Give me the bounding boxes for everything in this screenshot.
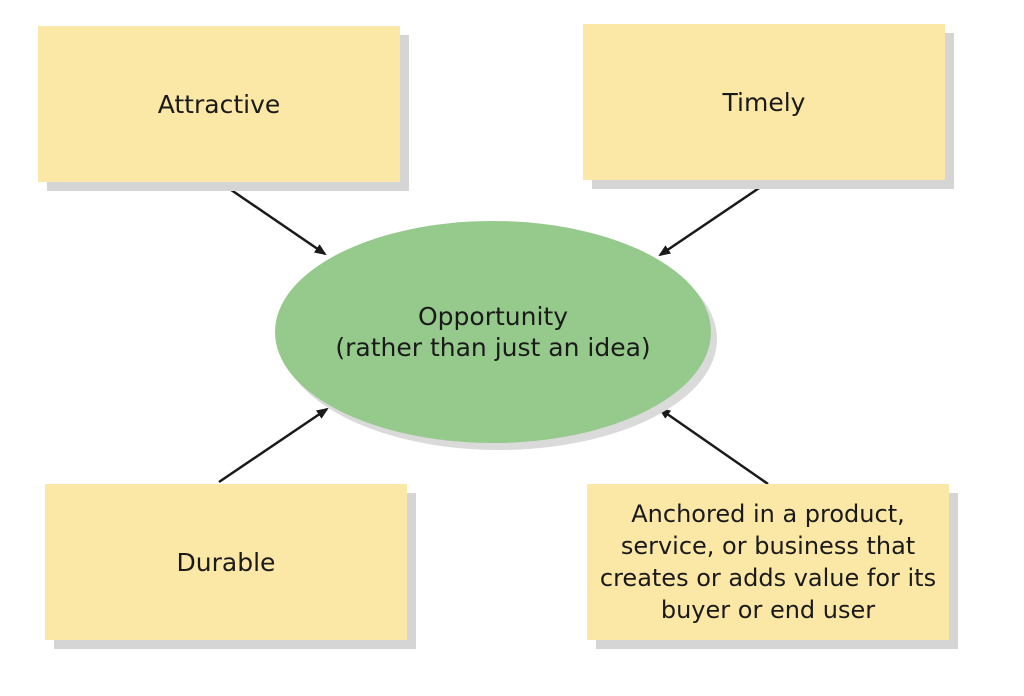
durable-label: Durable xyxy=(176,547,276,577)
opportunity-ellipse xyxy=(275,221,711,443)
arrow-anchored xyxy=(658,407,769,486)
timely-label: Timely xyxy=(722,87,806,117)
attractive-box: Attractive xyxy=(38,26,400,182)
arrow-durable xyxy=(218,407,329,484)
opportunity-title: Opportunity xyxy=(417,302,569,331)
opportunity-text: Opportunity (rather than just an idea) xyxy=(275,221,711,443)
anchored-box: Anchored in a product, service, or busin… xyxy=(587,484,949,640)
anchored-label: Anchored in a product, service, or busin… xyxy=(599,500,937,624)
arrow-timely xyxy=(658,180,769,257)
timely-box: Timely xyxy=(583,24,945,180)
attractive-label: Attractive xyxy=(157,89,281,119)
durable-box: Durable xyxy=(45,484,407,640)
arrow-attractive xyxy=(220,181,327,256)
opportunity-subtitle: (rather than just an idea) xyxy=(335,333,651,362)
